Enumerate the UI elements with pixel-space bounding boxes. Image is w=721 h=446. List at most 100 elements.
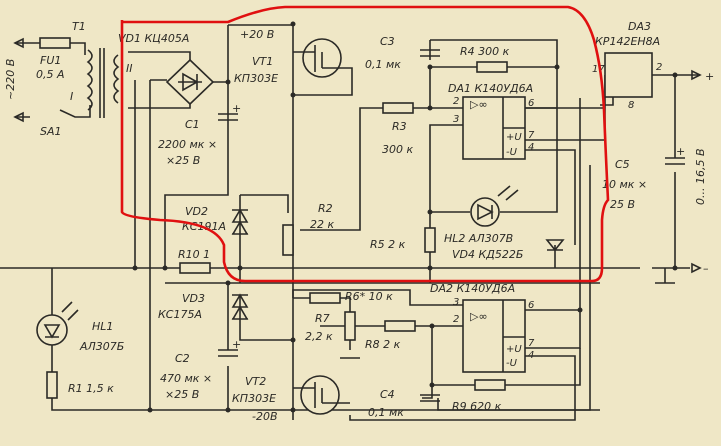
svg-text:22 к: 22 к xyxy=(310,218,334,231)
capacitor-c4 xyxy=(420,394,440,402)
svg-text:~220 В: ~220 В xyxy=(4,59,17,100)
svg-text:T1: T1 xyxy=(72,20,86,33)
svg-text:+: + xyxy=(676,145,685,158)
svg-text:3: 3 xyxy=(453,114,459,125)
svg-text:КР142ЕН8А: КР142ЕН8А xyxy=(595,35,660,48)
svg-text:DA2 К140УД6А: DA2 К140УД6А xyxy=(430,282,515,295)
capacitor-c1 xyxy=(218,113,238,121)
svg-text:VD2: VD2 xyxy=(185,205,208,218)
svg-text:7: 7 xyxy=(528,130,535,141)
svg-text:6: 6 xyxy=(528,300,534,311)
svg-text:▷∞: ▷∞ xyxy=(470,310,488,323)
svg-text:SA1: SA1 xyxy=(40,125,62,138)
svg-text:0,5 A: 0,5 A xyxy=(36,68,65,81)
svg-text:+U: +U xyxy=(506,344,522,355)
svg-text:R10 1: R10 1 xyxy=(178,248,210,261)
svg-text:2: 2 xyxy=(453,96,459,107)
svg-text:2200 мк ×: 2200 мк × xyxy=(158,138,217,151)
potentiometer-r2 xyxy=(282,224,294,256)
svg-text:R2: R2 xyxy=(318,202,333,215)
potentiometer-r7 xyxy=(344,311,356,341)
svg-text:+: + xyxy=(232,338,241,351)
svg-text:0,1 мк: 0,1 мк xyxy=(365,58,401,71)
svg-text:–: – xyxy=(703,262,709,275)
junction-dots xyxy=(132,21,678,413)
svg-text:R7: R7 xyxy=(315,312,330,325)
led-hl1 xyxy=(36,314,68,346)
svg-text:R6* 10 к: R6* 10 к xyxy=(345,290,393,303)
svg-text:КС175А: КС175А xyxy=(158,308,202,321)
svg-text:470 мк ×: 470 мк × xyxy=(160,372,212,385)
resistor-r1 xyxy=(46,371,58,399)
svg-text:+: + xyxy=(705,70,714,83)
zener-vd2 xyxy=(231,208,249,235)
svg-text:4: 4 xyxy=(528,142,534,153)
resistor-r10 xyxy=(179,262,211,274)
svg-text:C2: C2 xyxy=(175,352,190,365)
svg-text:×25 В: ×25 В xyxy=(166,154,200,167)
resistor-r8 xyxy=(384,320,416,332)
svg-text:2,2 к: 2,2 к xyxy=(305,330,333,343)
regulator-da3 xyxy=(604,52,653,98)
svg-text:C4: C4 xyxy=(380,388,395,401)
red-highlight-outline xyxy=(120,5,610,283)
svg-text:АЛ307Б: АЛ307Б xyxy=(79,340,124,353)
svg-text:300 к: 300 к xyxy=(382,143,413,156)
svg-text:8: 8 xyxy=(628,100,634,111)
opamp-da2 xyxy=(462,299,526,373)
capacitor-c3 xyxy=(420,49,440,57)
zener-vd3 xyxy=(231,293,249,320)
diode-vd4 xyxy=(545,239,565,252)
resistor-r3 xyxy=(382,102,414,114)
svg-text:4: 4 xyxy=(528,350,534,361)
svg-text:17: 17 xyxy=(592,64,605,75)
svg-text:VT1: VT1 xyxy=(252,55,273,68)
resistor-r5 xyxy=(424,227,436,253)
wires xyxy=(0,24,700,421)
svg-text:C3: C3 xyxy=(380,35,395,48)
svg-text:+U: +U xyxy=(506,132,522,143)
svg-text:▷∞: ▷∞ xyxy=(470,98,488,111)
labels: T1 FU1 0,5 A ~220 В I II SA1 VD1 КЦ405А … xyxy=(4,20,714,423)
resistor-r9 xyxy=(474,379,506,391)
transistor-vt2 xyxy=(300,375,340,415)
svg-text:+20 В: +20 В xyxy=(240,28,274,41)
svg-text:I: I xyxy=(70,90,73,103)
resistor-r4 xyxy=(476,61,508,73)
svg-text:2: 2 xyxy=(453,314,459,325)
svg-text:0,1 мк: 0,1 мк xyxy=(368,406,404,419)
svg-text:3: 3 xyxy=(453,297,459,308)
svg-text:R1 1,5 к: R1 1,5 к xyxy=(68,382,114,395)
capacitor-c2 xyxy=(218,349,238,357)
svg-text:-20В: -20В xyxy=(252,410,278,423)
fuse-fu1 xyxy=(39,37,71,49)
svg-text:+: + xyxy=(232,102,241,115)
svg-text:25 В: 25 В xyxy=(610,198,635,211)
svg-text:-U: -U xyxy=(506,147,518,158)
svg-text:2: 2 xyxy=(656,62,662,73)
transformer-t1 xyxy=(86,48,120,118)
svg-text:R3: R3 xyxy=(392,120,407,133)
svg-text:DA1 К140УД6А: DA1 К140УД6А xyxy=(448,82,533,95)
svg-text:VD4 КД522Б: VD4 КД522Б xyxy=(452,248,523,261)
svg-text:VD3: VD3 xyxy=(182,292,205,305)
svg-text:R5 2 к: R5 2 к xyxy=(370,238,406,251)
svg-text:R9 620 к: R9 620 к xyxy=(452,400,502,413)
svg-text:II: II xyxy=(126,62,133,75)
svg-text:R4 300 к: R4 300 к xyxy=(460,45,510,58)
svg-text:VT2: VT2 xyxy=(245,375,266,388)
svg-text:7: 7 xyxy=(528,338,535,349)
svg-text:DA3: DA3 xyxy=(628,20,651,33)
resistor-r6 xyxy=(309,292,341,304)
capacitor-c5 xyxy=(665,157,685,165)
svg-text:C5: C5 xyxy=(615,158,630,171)
svg-text:×25 В: ×25 В xyxy=(165,388,199,401)
svg-text:КП303Е: КП303Е xyxy=(234,72,278,85)
svg-text:C1: C1 xyxy=(185,118,200,131)
svg-text:HL1: HL1 xyxy=(92,320,113,333)
svg-text:HL2 АЛ307В: HL2 АЛ307В xyxy=(444,232,513,245)
svg-text:VD1 КЦ405А: VD1 КЦ405А xyxy=(118,32,189,45)
svg-text:10 мк ×: 10 мк × xyxy=(602,178,647,191)
